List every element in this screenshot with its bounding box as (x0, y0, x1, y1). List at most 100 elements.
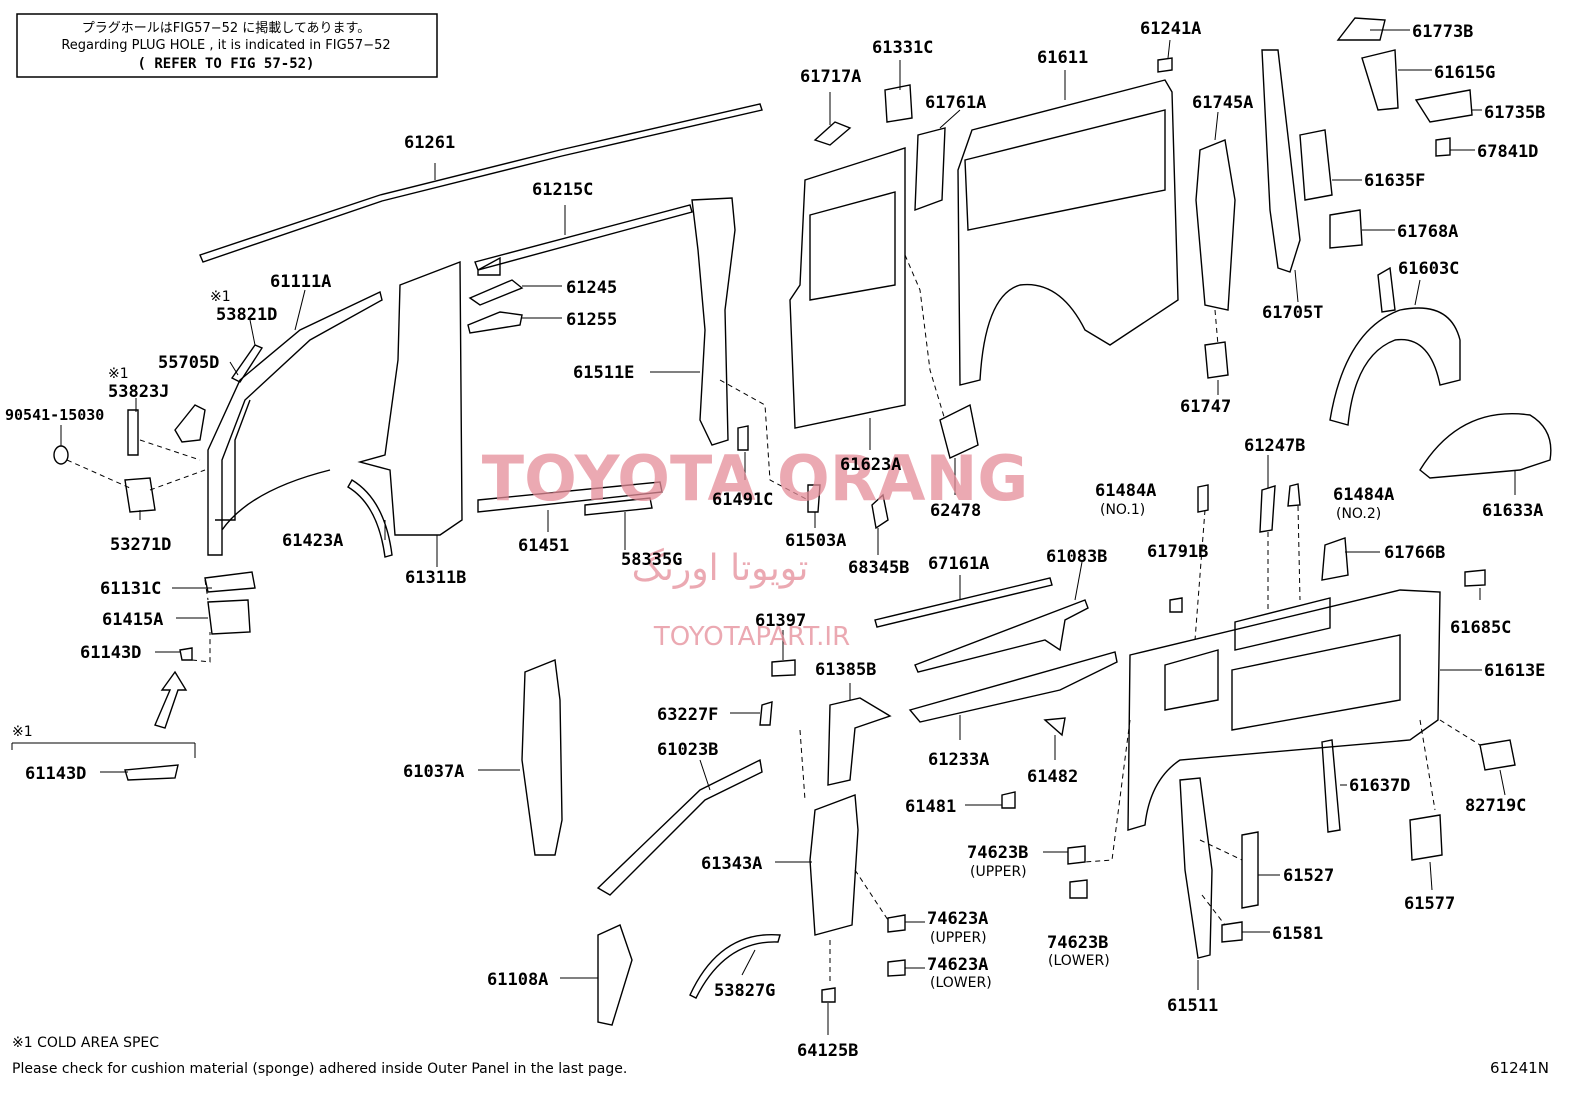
label-61611: 61611 (1037, 48, 1088, 68)
rail-61023b-drawing (596, 758, 763, 896)
part-61717a-drawing (813, 121, 852, 146)
label-61745a: 61745A (1192, 93, 1253, 113)
part-61581-drawing (1221, 921, 1243, 943)
part-61143d-cold-drawing (124, 764, 179, 781)
label-61143d-cold: 61143D (25, 764, 86, 784)
label-61343a: 61343A (701, 854, 762, 874)
label-61108a: 61108A (487, 970, 548, 990)
label-74623a-upper: 74623A (927, 909, 988, 929)
part-61385b-drawing (827, 697, 892, 786)
watermark: TOYOTA ORANG تویوتا اورنگ TOYOTAPART.IR (482, 442, 1028, 652)
part-68345b-drawing (871, 493, 889, 530)
label-61247b: 61247B (1244, 436, 1305, 456)
label-61637d: 61637D (1349, 776, 1410, 796)
part-55705d-drawing (174, 404, 206, 443)
label-61385b: 61385B (815, 660, 876, 680)
label-61484a-no1: 61484A (1095, 481, 1156, 501)
part-63227f-drawing (759, 701, 773, 726)
part-61415a-drawing (207, 599, 251, 635)
label-90541-15030: 90541-15030 (5, 406, 104, 424)
pillar-61511-drawing (1179, 777, 1213, 959)
cold-mark-61143d: ※1 (12, 724, 33, 740)
rocker-61451-drawing (477, 481, 663, 513)
part-61484a-2-drawing (1287, 483, 1301, 507)
label-61717a: 61717A (800, 67, 861, 87)
label-53821d: 53821D (216, 305, 277, 325)
label-61773b: 61773B (1412, 22, 1473, 42)
label-74623a-lower-sub: (LOWER) (930, 975, 992, 991)
label-61503a: 61503A (785, 531, 846, 551)
label-61761a: 61761A (925, 93, 986, 113)
center-pillar-outer-drawing (691, 197, 736, 446)
inner-panel-61613e-drawing (1127, 589, 1441, 831)
part-82719c-drawing (1479, 739, 1516, 771)
figure-id: 61241N (1490, 1059, 1549, 1077)
label-61311b: 61311B (405, 568, 466, 588)
weatherstrip-53827g-drawing (689, 933, 781, 999)
label-53827g: 53827G (714, 981, 775, 1001)
part-drawings (11, 17, 1552, 1026)
label-55705d: 55705D (158, 353, 219, 373)
watermark-persian: تویوتا اورنگ (632, 547, 809, 589)
footnotes: ※1 COLD AREA SPEC Please check for cushi… (12, 1035, 1549, 1077)
label-61423a: 61423A (282, 531, 343, 551)
label-61603c: 61603C (1398, 259, 1459, 279)
part-61735b-drawing (1414, 89, 1473, 123)
cold-mark-53821d: ※1 (210, 289, 231, 305)
pillar-detail (215, 399, 251, 521)
label-61613e: 61613E (1484, 661, 1545, 681)
label-61623a: 61623A (840, 455, 901, 475)
part-61745a-drawing (1195, 139, 1236, 311)
label-61215c: 61215C (532, 180, 593, 200)
label-61255: 61255 (566, 310, 617, 330)
view-arrow (154, 670, 188, 729)
label-61083b: 61083B (1046, 547, 1107, 567)
part-61131c-drawing (204, 571, 256, 593)
label-61685c: 61685C (1450, 618, 1511, 638)
cold-bracket (11, 742, 196, 758)
part-61527-drawing (1241, 831, 1259, 909)
part-61331c-drawing (884, 84, 913, 123)
label-53823j: 53823J (108, 382, 169, 402)
label-61451: 61451 (518, 536, 569, 556)
label-61397: 61397 (755, 611, 806, 631)
label-61768a: 61768A (1397, 222, 1458, 242)
label-61747: 61747 (1180, 397, 1231, 417)
inner-panel-window-2 (1231, 634, 1401, 731)
label-61482: 61482 (1027, 767, 1078, 787)
label-61331c: 61331C (872, 38, 933, 58)
rail-67161a-drawing (874, 577, 1053, 628)
part-61773b-drawing (1336, 17, 1386, 41)
label-61577: 61577 (1404, 894, 1455, 914)
label-61111a: 61111A (270, 272, 331, 292)
label-61511e: 61511E (573, 363, 634, 383)
leader-lines (60, 29, 1516, 1035)
label-74623b-upper-sub: (UPPER) (970, 864, 1027, 880)
watermark-url: TOYOTAPART.IR (653, 622, 850, 652)
label-61143d: 61143D (80, 643, 141, 663)
label-61481: 61481 (905, 797, 956, 817)
part-67841d-drawing (1435, 137, 1451, 157)
label-61233a: 61233A (928, 750, 989, 770)
label-64125b: 64125B (797, 1041, 858, 1061)
part-53823j-drawing (127, 409, 139, 456)
part-61245-drawing (468, 279, 524, 306)
part-61766b-drawing (1321, 537, 1349, 581)
label-61791b: 61791B (1147, 542, 1208, 562)
part-61705t-drawing (1261, 49, 1301, 273)
wheel-house-61633a-drawing (1419, 413, 1552, 479)
clip-74623b-lower-drawing (1069, 879, 1088, 899)
label-61023b: 61023B (657, 740, 718, 760)
part-62478-drawing (939, 403, 979, 459)
part-61247b-drawing (1259, 485, 1276, 533)
label-53271d: 53271D (110, 535, 171, 555)
rail-61233a-drawing (908, 651, 1118, 723)
label-61705t: 61705T (1262, 303, 1323, 323)
watermark-brand: TOYOTA ORANG (482, 442, 1028, 515)
label-74623b-lower-sub: (LOWER) (1048, 953, 1110, 969)
quarter-window-drawing (964, 109, 1166, 231)
front-body-panel-drawing (357, 260, 463, 536)
label-61527: 61527 (1283, 866, 1334, 886)
clip-74623b-upper-drawing (1067, 845, 1086, 865)
notice-line-2: Regarding PLUG HOLE , it is indicated in… (61, 38, 390, 53)
